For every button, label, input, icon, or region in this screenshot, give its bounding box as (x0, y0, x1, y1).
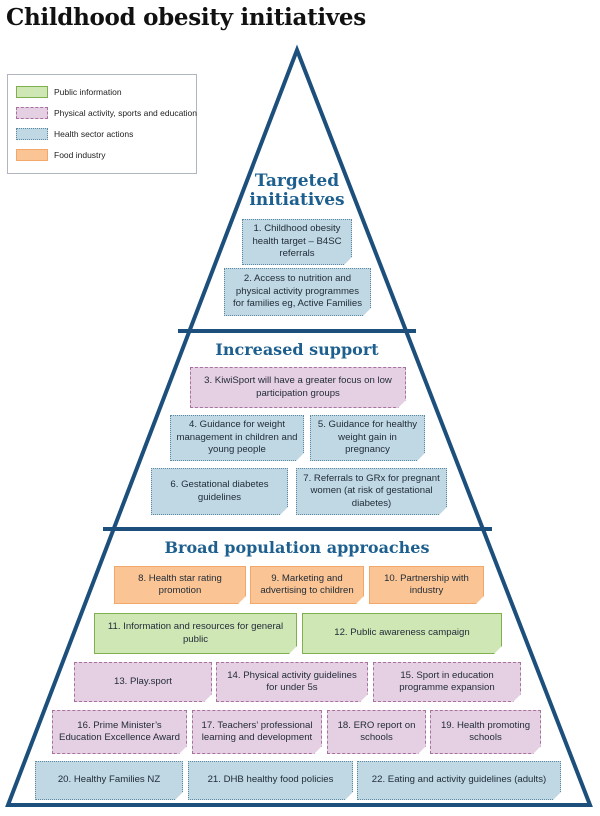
initiative-18: 18. ERO report on schools (327, 710, 426, 754)
initiative-21: 21. DHB healthy food policies (188, 761, 353, 800)
section-title-line: initiatives (249, 190, 345, 210)
legend: Public information Physical activity, sp… (7, 74, 197, 174)
legend-swatch-blue (16, 128, 48, 140)
page-title: Childhood obesity initiatives (6, 4, 366, 31)
initiative-7: 7. Referrals to GRx for pregnant women (… (296, 468, 447, 515)
initiative-9: 9. Marketing and advertising to children (250, 566, 364, 604)
initiative-5: 5. Guidance for healthy weight gain in p… (310, 415, 425, 461)
legend-item-health-sector: Health sector actions (16, 127, 133, 141)
legend-swatch-orange (16, 149, 48, 161)
initiative-8: 8. Health star rating promotion (114, 566, 246, 604)
section-title-targeted: Targeted initiatives (217, 172, 377, 210)
initiative-19: 19. Health promoting schools (430, 710, 541, 754)
legend-swatch-pink (16, 107, 48, 119)
initiative-14: 14. Physical activity guidelines for und… (216, 662, 368, 702)
legend-swatch-green (16, 86, 48, 98)
initiative-11: 11. Information and resources for genera… (94, 613, 297, 654)
initiative-2: 2. Access to nutrition and physical acti… (224, 268, 371, 316)
section-title-increased: Increased support (215, 340, 379, 359)
section-title-line: Targeted (254, 171, 340, 191)
legend-item-food-industry: Food industry (16, 148, 106, 162)
initiative-3: 3. KiwiSport will have a greater focus o… (190, 367, 406, 408)
initiative-1: 1. Childhood obesity health target – B4S… (242, 219, 352, 265)
initiative-6: 6. Gestational diabetes guidelines (151, 468, 288, 515)
initiative-10: 10. Partnership with industry (369, 566, 484, 604)
initiative-20: 20. Healthy Families NZ (35, 761, 183, 800)
initiative-17: 17. Teachers’ professional learning and … (192, 710, 322, 754)
section-title-broad: Broad population approaches (164, 538, 430, 557)
initiative-13: 13. Play.sport (74, 662, 212, 702)
initiative-16: 16. Prime Minister’s Education Excellenc… (52, 710, 187, 754)
initiative-22: 22. Eating and activity guidelines (adul… (357, 761, 561, 800)
initiative-12: 12. Public awareness campaign (302, 613, 502, 654)
initiative-15: 15. Sport in education programme expansi… (373, 662, 521, 702)
legend-item-physical-activity: Physical activity, sports and education (16, 106, 197, 120)
initiative-4: 4. Guidance for weight management in chi… (170, 415, 304, 461)
legend-item-public-information: Public information (16, 85, 122, 99)
